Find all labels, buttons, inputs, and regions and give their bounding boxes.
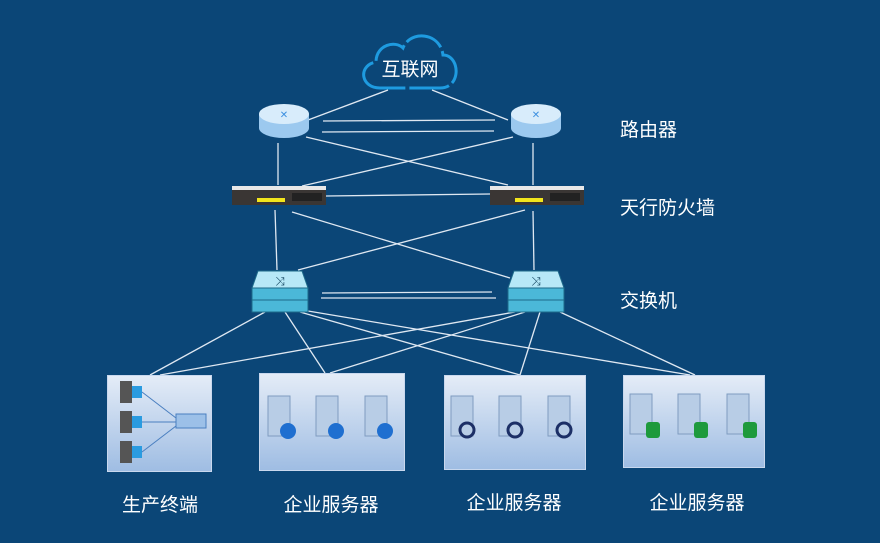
group-label: 企业服务器 (649, 492, 745, 514)
group-label: 企业服务器 (283, 494, 379, 516)
server-group-database (623, 375, 765, 468)
router-icon: ✕ (259, 104, 309, 138)
web-server-icon (267, 395, 393, 439)
firewall-layer-label: 天行防火墙 (620, 197, 716, 219)
server-group-web (259, 373, 405, 471)
firewall-icon (232, 186, 326, 205)
cloud-label: 互联网 (381, 58, 439, 81)
database-server-icon (629, 393, 757, 438)
cloud-icon (362, 34, 458, 90)
switch-layer-label: 交换机 (620, 290, 678, 312)
svg-text:✕: ✕ (532, 110, 540, 121)
svg-text:✕: ✕ (280, 110, 288, 121)
firewall-icon (490, 186, 584, 205)
svg-text:⤨: ⤨ (275, 274, 285, 288)
router-icon: ✕ (511, 104, 561, 138)
router-layer-label: 路由器 (620, 119, 678, 141)
switch-icon: ⤨ (251, 270, 309, 313)
group-label: 企业服务器 (466, 492, 562, 514)
group-label: 生产终端 (121, 494, 199, 516)
switch-icon: ⤨ (507, 270, 565, 313)
terminal-group (107, 375, 212, 472)
server-group-network (444, 375, 586, 470)
workstation-icon (120, 381, 207, 463)
connection-lines (149, 89, 696, 376)
network-server-icon (450, 395, 573, 439)
svg-text:⤨: ⤨ (531, 274, 541, 288)
